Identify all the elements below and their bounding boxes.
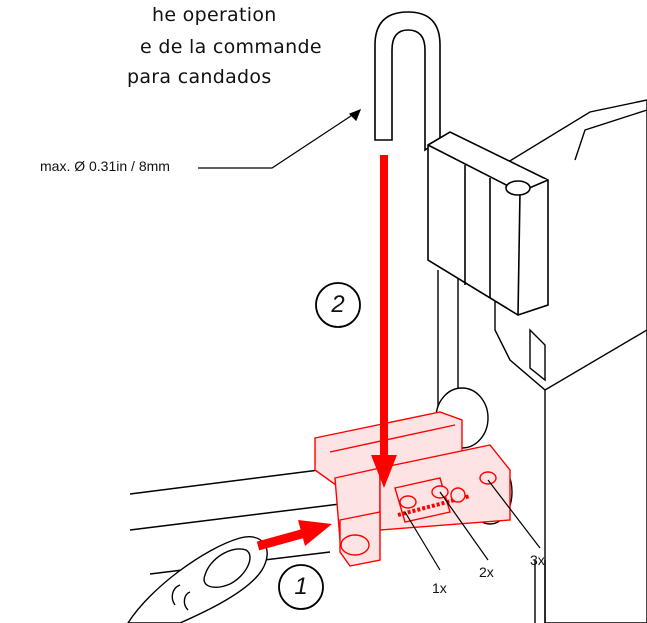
padlock-shackle — [374, 11, 441, 152]
caption-line-1: he operation — [152, 4, 277, 26]
count-1x: 1x — [432, 580, 447, 596]
caption-line-3: para candados — [127, 66, 272, 88]
count-2x: 2x — [479, 564, 494, 580]
drop-arrow-2 — [371, 155, 397, 488]
shackle-callout-leader — [198, 108, 362, 169]
count-leaders — [404, 479, 541, 571]
step-2-circle — [315, 282, 361, 328]
push-arrow-1 — [256, 520, 332, 551]
count-3x: 3x — [530, 552, 545, 568]
lockout-device — [314, 411, 511, 567]
caption-line-2: e de la commande — [140, 36, 322, 58]
finger — [127, 536, 268, 623]
shackle-diameter-callout: max. Ø 0.31in / 8mm — [40, 158, 170, 174]
padlock-body — [427, 131, 549, 316]
step-2-label: 2 — [331, 291, 345, 318]
step-1-label: 1 — [294, 573, 308, 600]
mounting-post — [437, 270, 546, 623]
step-1-circle — [278, 564, 324, 610]
